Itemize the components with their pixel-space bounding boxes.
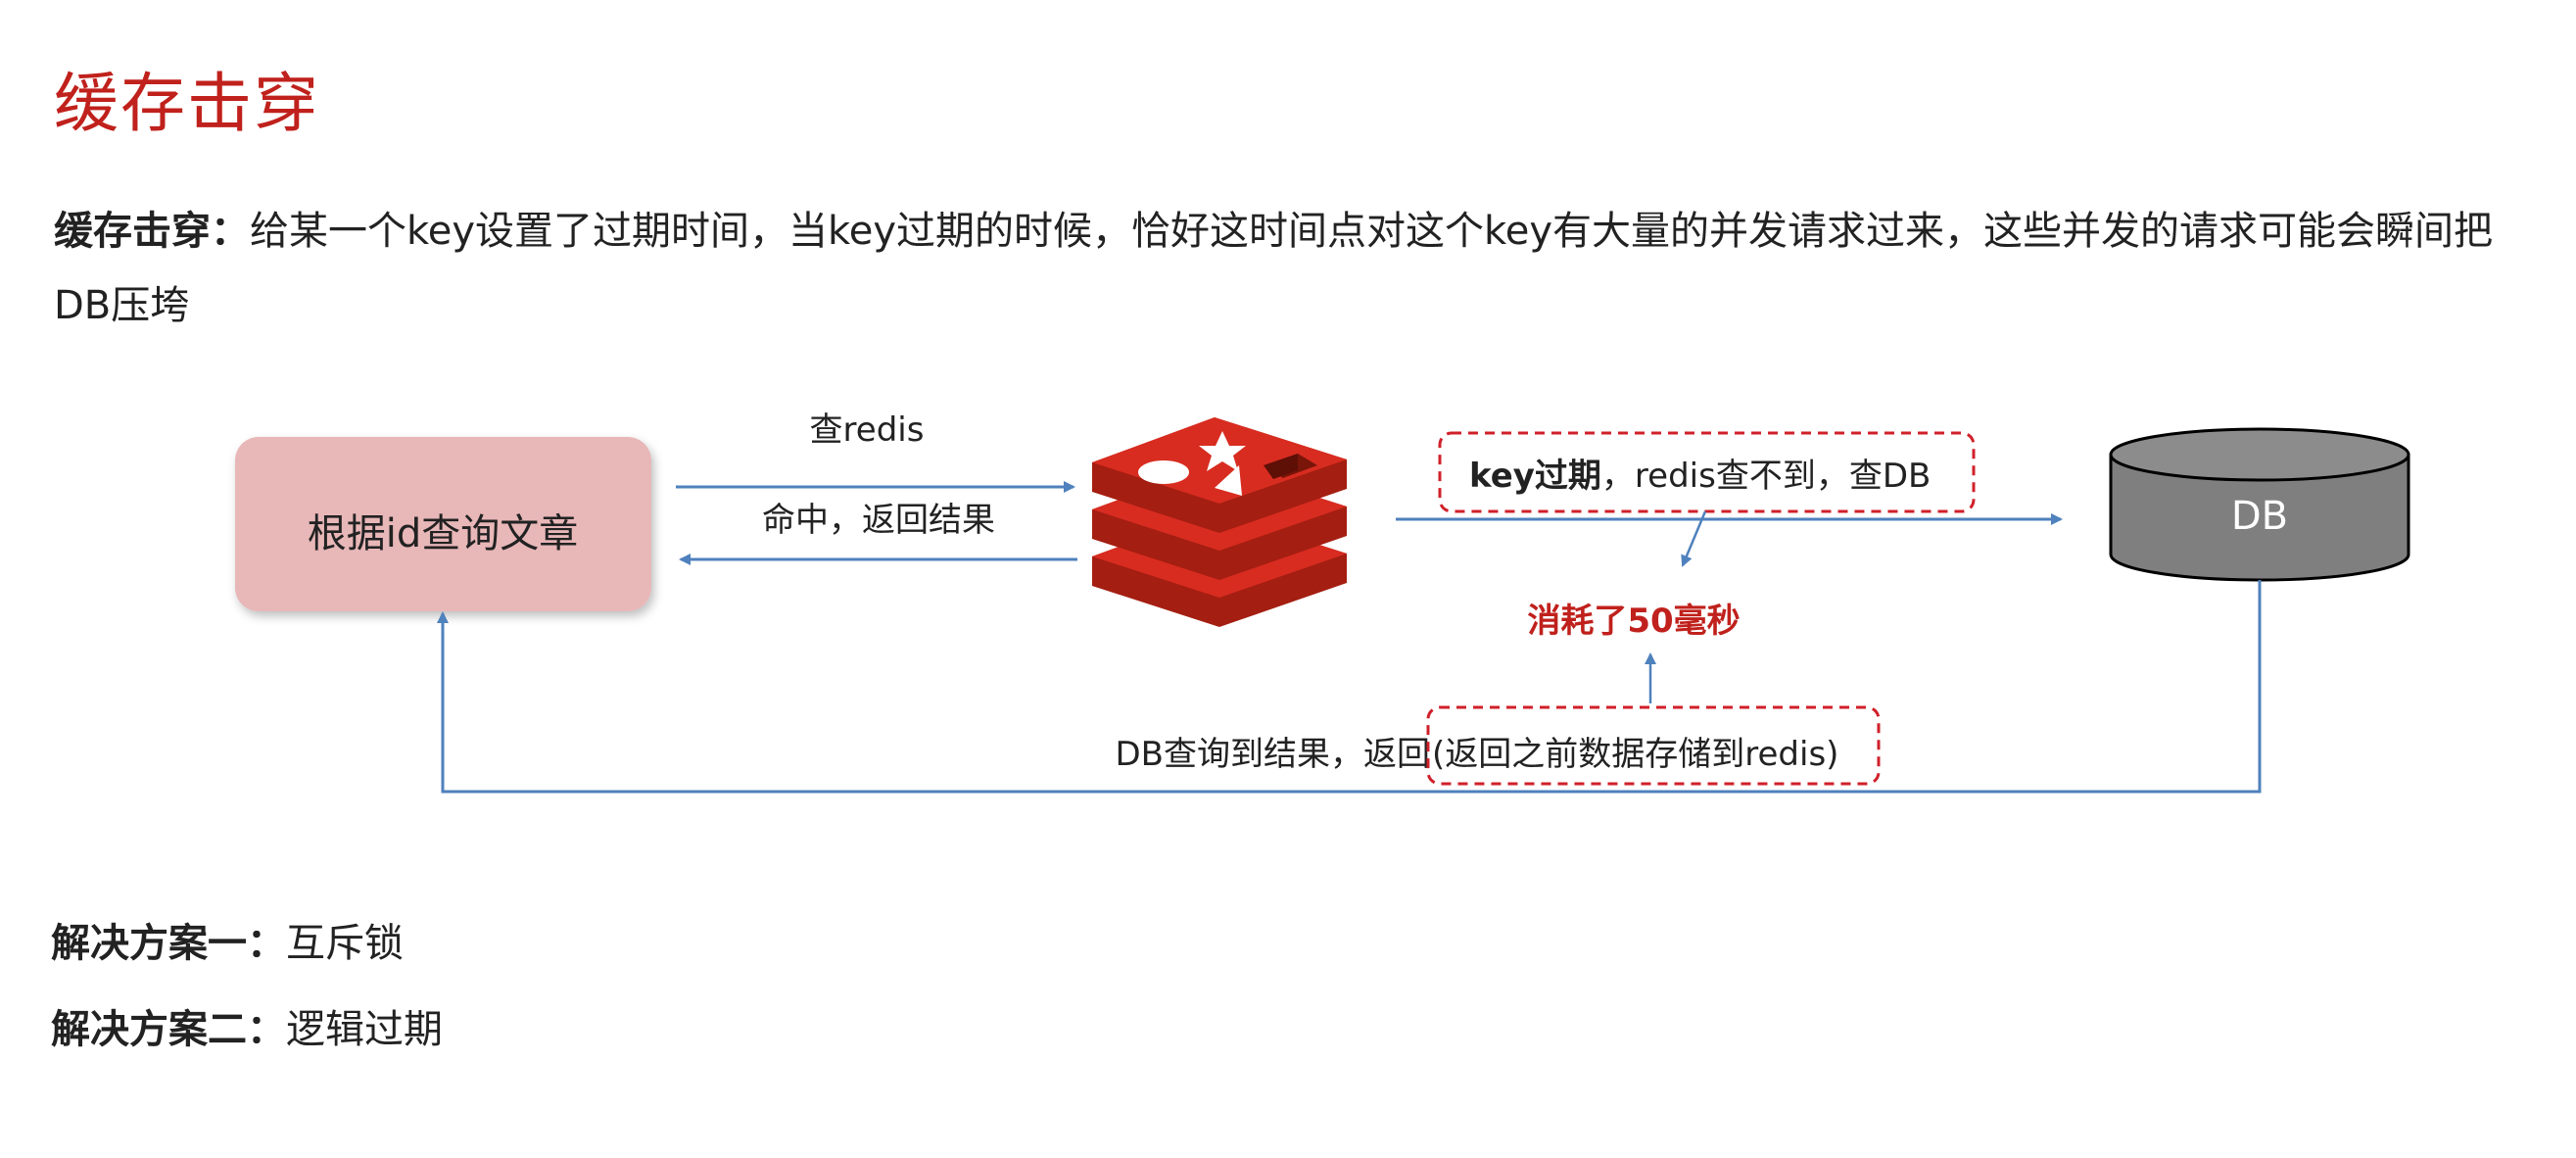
hit-return-label: 命中，返回结果 (762, 501, 995, 540)
store-callout: (返回之前数据存储到redis) (1426, 705, 1881, 786)
expired-to-cost-arrow (1681, 510, 1707, 567)
solution-one-text: 互斥锁 (286, 921, 404, 966)
store-label: (返回之前数据存储到redis) (1432, 735, 1838, 774)
db-result-label: DB查询到结果，返回 (1115, 735, 1430, 774)
key-expired-callout: key过期，redis查不到，查DB (1438, 431, 1976, 513)
client-box-label: 根据id查询文章 (308, 511, 579, 556)
key-expired-rest: ，redis查不到，查DB (1601, 457, 1931, 496)
db-return-path (437, 580, 2262, 794)
intro-term: 缓存击穿： (54, 209, 250, 254)
db-cylinder: DB (2109, 427, 2410, 582)
solution-two-text: 逻辑过期 (286, 1007, 443, 1052)
key-expired-bold: key过期 (1469, 457, 1601, 496)
svg-text:key过期，redis查不到，查DB: key过期，redis查不到，查DB (1469, 457, 1931, 496)
intro-paragraph: 缓存击穿：给某一个key设置了过期时间，当key过期的时候，恰好这时间点对这个k… (54, 194, 2542, 343)
db-label: DB (2231, 494, 2288, 539)
solution-one-label: 解决方案一： (51, 921, 286, 966)
solution-two-label: 解决方案二： (51, 1007, 286, 1052)
solution-one: 解决方案一：互斥锁 (51, 911, 404, 968)
cost-label: 消耗了50毫秒 (1527, 602, 1740, 641)
solution-two: 解决方案二：逻辑过期 (51, 997, 443, 1054)
intro-text: 给某一个key设置了过期时间，当key过期的时候，恰好这时间点对这个key有大量… (54, 209, 2494, 328)
client-box: 根据id查询文章 (235, 437, 651, 611)
redis-logo-icon (1092, 417, 1347, 627)
page-title: 缓存击穿 (54, 66, 320, 141)
query-redis-label: 查redis (810, 410, 925, 450)
